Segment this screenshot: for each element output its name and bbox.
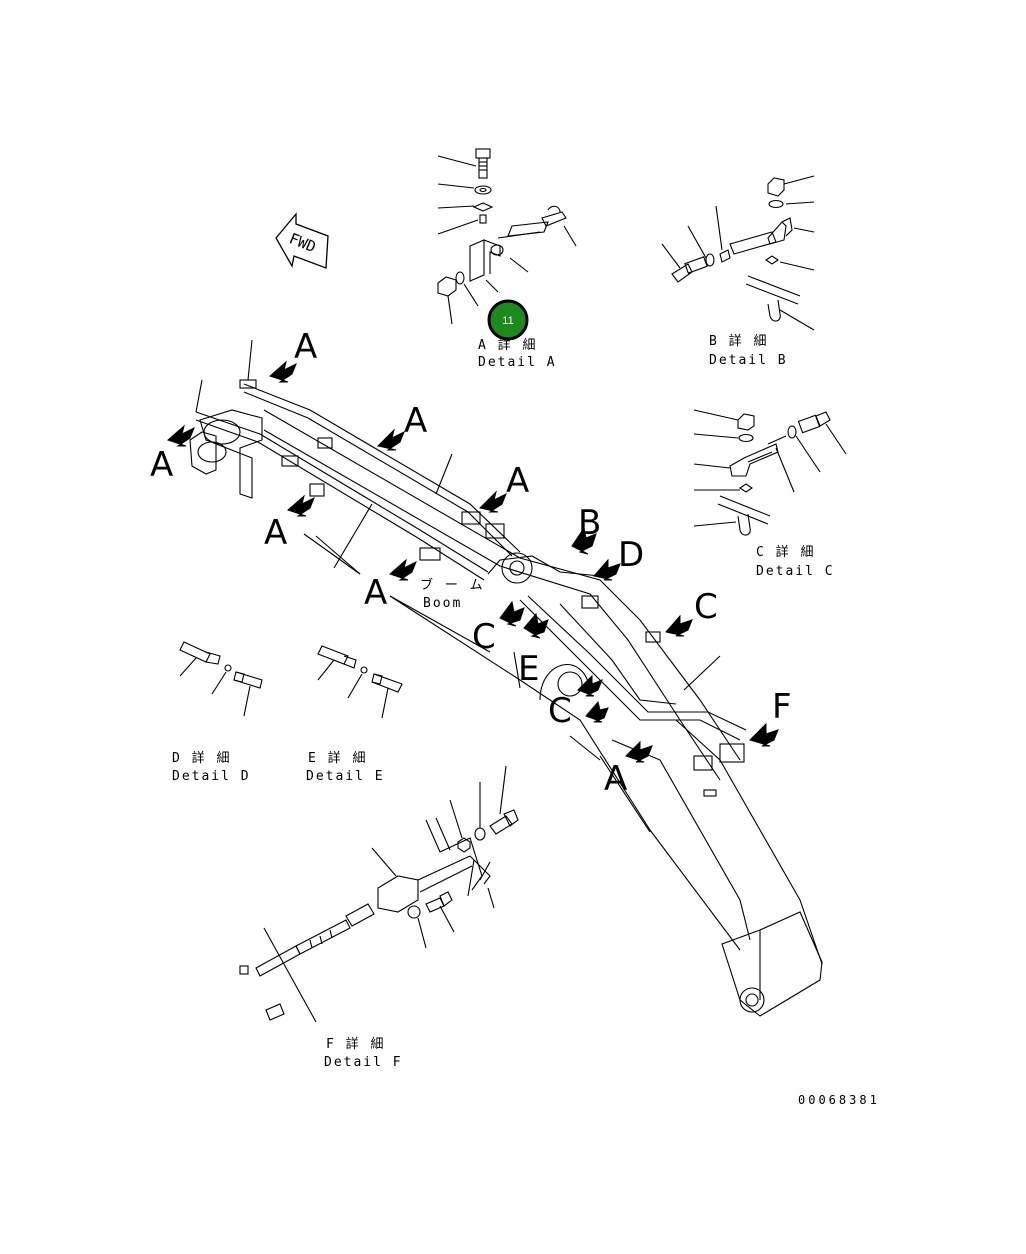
detail-c-jp-label: C 詳 細 (756, 544, 815, 560)
detail-f-en-label: Detail F (324, 1055, 403, 1070)
detail-e-en-label: Detail E (306, 769, 385, 784)
callout-a: A (604, 759, 627, 799)
detail-b-drawing (661, 175, 815, 331)
callout-c: C (694, 587, 718, 627)
callout-arrow-icon (269, 360, 297, 383)
part-marker-11[interactable]: 11 (487, 299, 529, 341)
part-marker-id: 11 (502, 315, 513, 327)
detail-d-jp-label: D 詳 細 (172, 750, 231, 766)
callout-c: C (548, 691, 572, 731)
callout-a: A (404, 401, 427, 441)
detail-e-drawing (317, 645, 403, 719)
boom-drawing (189, 339, 823, 1017)
detail-f-drawing (239, 765, 519, 1023)
callout-a: A (294, 327, 317, 367)
fwd-label: FWD (287, 229, 319, 256)
fwd-arrow-icon: FWD (275, 212, 329, 269)
callout-a: A (150, 445, 173, 485)
detail-d-en-label: Detail D (172, 769, 251, 784)
detail-a-drawing (437, 148, 577, 325)
callout-arrows (167, 360, 779, 763)
detail-c-drawing (693, 409, 847, 536)
detail-a-jp-label: A 詳 細 (478, 337, 537, 353)
callout-arrow-icon (665, 614, 693, 637)
boom-jp-label: ブ ー ム (420, 577, 485, 593)
detail-f-jp-label: F 詳 細 (326, 1036, 385, 1052)
callout-arrow-icon (585, 700, 609, 723)
callout-arrow-icon (749, 722, 779, 747)
detail-c-en-label: Detail C (756, 564, 835, 579)
callout-arrow-icon (167, 424, 195, 447)
boom-en-label: Boom (423, 596, 462, 611)
callout-arrow-icon (577, 674, 603, 697)
callout-letters: A A A A A A A B C C C D E F (150, 327, 792, 799)
detail-d-drawing (179, 641, 263, 717)
callout-f: F (772, 687, 792, 727)
drawing-number: 00068381 (798, 1093, 880, 1107)
callout-arrow-icon (625, 740, 653, 763)
callout-arrow-icon (593, 558, 621, 581)
callout-d: D (618, 535, 644, 575)
callout-arrow-icon (389, 558, 417, 581)
callout-arrow-icon (479, 490, 507, 513)
detail-b-en-label: Detail B (709, 353, 788, 368)
detail-a-en-label: Detail A (478, 355, 557, 370)
detail-e-jp-label: E 詳 細 (308, 750, 367, 766)
callout-a: A (506, 461, 529, 501)
callout-arrow-icon (287, 494, 315, 517)
callout-arrow-icon (499, 600, 525, 627)
callout-arrow-icon (571, 526, 597, 555)
callout-arrow-icon (377, 428, 405, 451)
detail-b-jp-label: B 詳 細 (709, 333, 768, 349)
callout-e: E (518, 649, 539, 689)
callout-a: A (364, 573, 387, 613)
callout-a: A (264, 513, 287, 553)
callout-b: B (578, 503, 601, 543)
callout-arrow-icon (523, 612, 549, 639)
callout-c: C (472, 617, 496, 657)
